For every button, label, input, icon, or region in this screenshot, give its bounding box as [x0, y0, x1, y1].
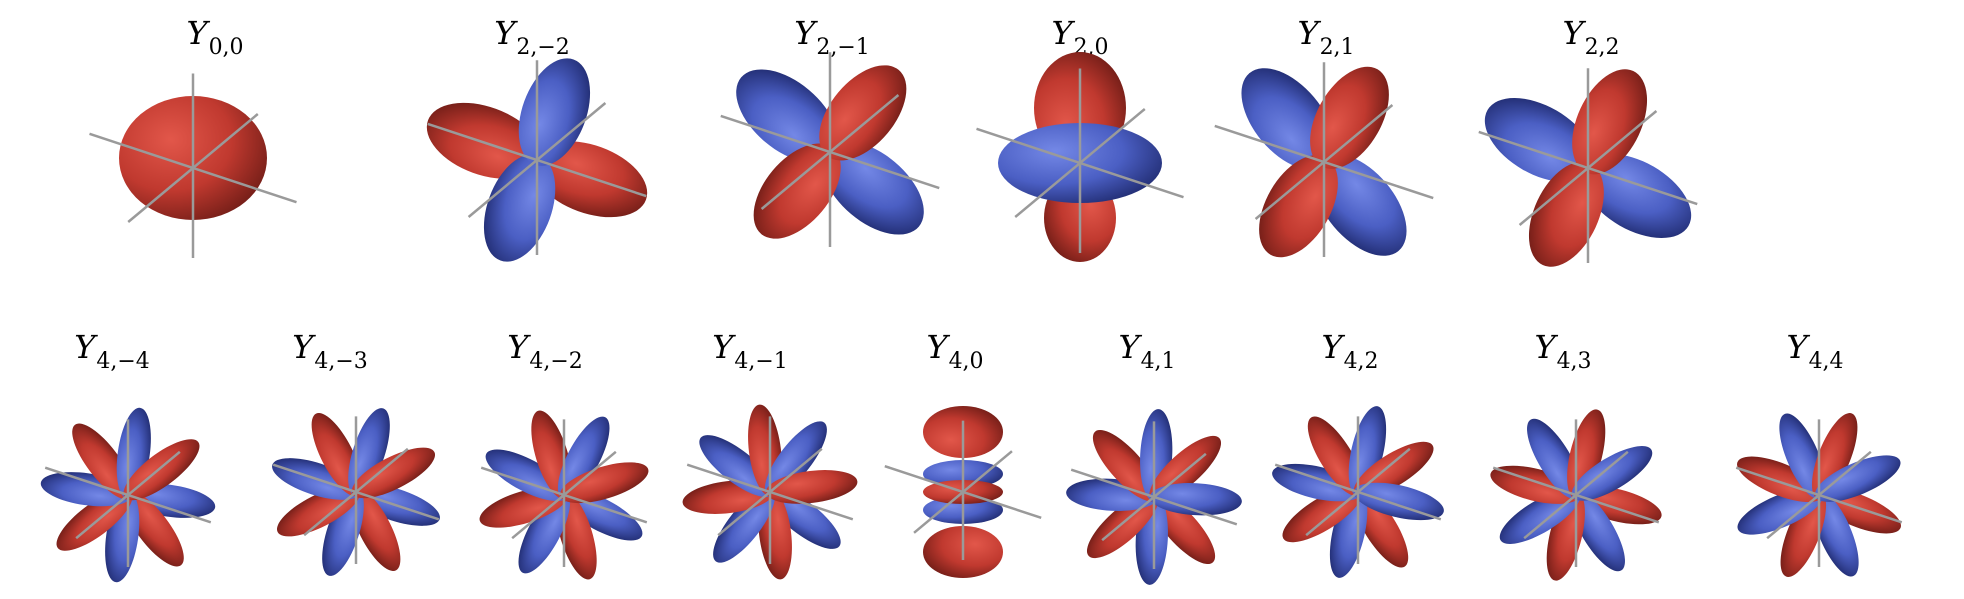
label-y-4-m3: Y4,−3	[292, 328, 368, 374]
label-y-2-m1: Y2,−1	[794, 14, 870, 60]
label-y-4-m2: Y4,−2	[507, 328, 583, 374]
coordinate-axis	[1254, 104, 1394, 220]
harmonic-y-2-1	[1214, 62, 1434, 258]
positive-lobe	[351, 447, 436, 499]
coordinate-axis	[1305, 447, 1411, 537]
positive-lobe	[766, 470, 858, 504]
coordinate-axis	[1014, 108, 1146, 218]
harmonic-y-4-4	[1735, 413, 1903, 577]
coordinate-axis	[303, 447, 409, 537]
coordinate-axis	[127, 113, 259, 223]
label-y-2-1: Y2,1	[1297, 14, 1355, 60]
harmonic-y-4-3	[1490, 409, 1662, 581]
label-y-4-m4: Y4,−4	[74, 328, 150, 374]
harmonic-y-4-m3	[272, 408, 440, 576]
negative-lobe	[322, 487, 364, 576]
positive-lobe	[123, 439, 200, 501]
positive-lobe	[753, 143, 841, 239]
label-y-4-m1: Y4,−1	[712, 328, 788, 374]
coordinate-axis	[1518, 110, 1658, 226]
negative-lobe	[713, 487, 776, 563]
coordinate-axis	[467, 102, 607, 218]
negative-lobe	[1814, 455, 1901, 502]
coordinate-axis	[511, 450, 617, 540]
positive-lobe	[532, 141, 648, 218]
label-y-0-0: Y0,0	[186, 14, 244, 60]
coordinate-axis	[760, 94, 900, 210]
coordinate-axis	[717, 447, 823, 537]
negative-lobe	[764, 421, 827, 497]
negative-lobe	[1571, 446, 1653, 501]
negative-lobe	[557, 416, 610, 500]
negative-lobe	[1149, 483, 1242, 516]
label-y-2-2: Y2,2	[1562, 14, 1620, 60]
harmonic-y-2-2	[1478, 68, 1698, 267]
positive-lobe	[1572, 69, 1648, 175]
negative-lobe	[485, 449, 569, 502]
label-y-4-4: Y4,4	[1786, 328, 1844, 374]
label-y-4-2: Y4,2	[1321, 328, 1379, 374]
negative-lobe	[518, 490, 571, 574]
coordinate-axis	[1101, 452, 1207, 542]
harmonic-y-2-m2	[426, 58, 648, 262]
negative-lobe	[348, 408, 390, 497]
coordinate-axis	[913, 450, 1013, 534]
harmonic-y-0-0	[89, 73, 297, 258]
positive-lobe	[1528, 161, 1604, 267]
label-y-2-m2: Y2,−2	[494, 14, 570, 60]
negative-lobe	[1353, 482, 1444, 521]
positive-lobe	[426, 102, 542, 179]
harmonic-y-4-m4	[40, 407, 216, 583]
label-y-4-1: Y4,1	[1118, 328, 1176, 374]
positive-lobe	[1780, 490, 1827, 577]
positive-lobe	[819, 65, 907, 161]
label-y-4-0: Y4,0	[926, 328, 984, 374]
negative-lobe	[699, 435, 775, 498]
coordinate-axis	[1523, 450, 1629, 540]
harmonic-y-4-m1	[682, 404, 858, 580]
harmonic-y-2-m1	[720, 52, 940, 247]
negative-lobe	[822, 141, 924, 235]
harmonic-y-4-0	[884, 406, 1042, 578]
label-y-4-3: Y4,3	[1534, 328, 1592, 374]
coordinate-axis	[75, 450, 181, 540]
positive-lobe	[1310, 66, 1389, 169]
positive-lobe	[1811, 413, 1858, 500]
positive-lobe	[559, 462, 649, 504]
harmonic-y-2-0	[976, 52, 1184, 262]
harmonic-y-4-m2	[479, 410, 649, 580]
positive-lobe	[1737, 456, 1824, 503]
negative-lobe	[736, 69, 838, 163]
harmonic-y-4-2	[1272, 406, 1444, 578]
harmonic-y-4-1	[1066, 409, 1242, 585]
positive-lobe	[1259, 155, 1338, 258]
coordinate-axis	[1766, 450, 1872, 540]
